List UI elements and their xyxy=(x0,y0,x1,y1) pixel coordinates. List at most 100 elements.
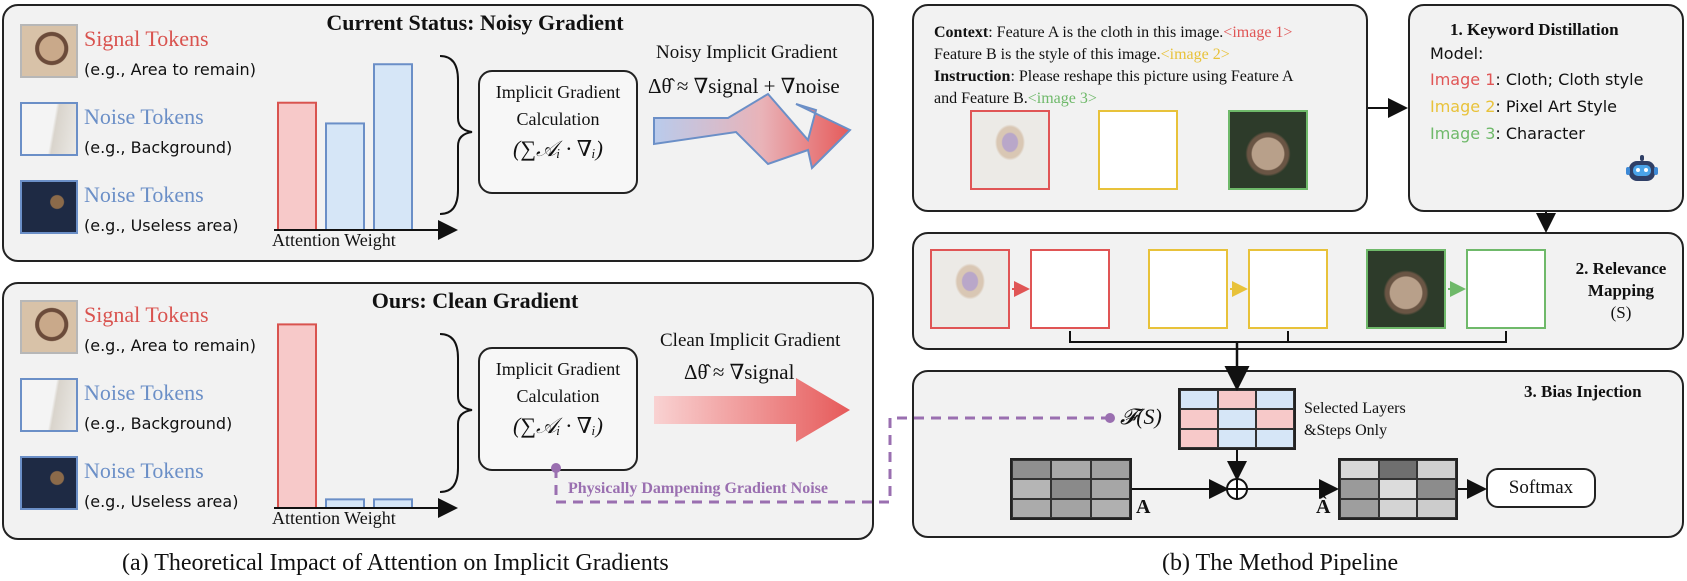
noise-tokens-label: Noise Tokens xyxy=(84,104,204,129)
signal-tokens-label: Signal Tokens xyxy=(84,26,209,51)
image-1-thumbnail xyxy=(970,110,1050,190)
top-brace xyxy=(439,55,473,215)
noisy-gradient-arrow xyxy=(653,92,852,170)
attention-matrix-a xyxy=(1010,458,1132,520)
model-label: Model: xyxy=(1430,44,1484,63)
selected-layers-line2: &Steps Only xyxy=(1304,422,1388,439)
calc-line1: Implicit Gradient xyxy=(495,82,621,102)
image-tag-3: <image 3> xyxy=(1027,90,1097,107)
attention-bar-2 xyxy=(325,498,365,509)
selected-layers-line1: Selected Layers xyxy=(1304,400,1406,417)
bottom-bar-chart xyxy=(277,323,413,509)
relevance-map-1 xyxy=(1030,249,1110,329)
keyword-item-2: Image 2: Pixel Art Style xyxy=(1430,97,1617,116)
noisy-gradient-formula: Δθ̂ ≈ ∇signal + ∇noise xyxy=(648,74,840,98)
softmax-label: Softmax xyxy=(1508,477,1574,498)
a-hat-label: Â xyxy=(1316,496,1331,518)
calc-line2: Calculation xyxy=(516,109,600,129)
dampening-label: Physically Dampening Gradient Noise xyxy=(568,480,829,497)
noise-tokens-label: Noise Tokens xyxy=(84,380,204,405)
signal-token-image xyxy=(20,24,78,78)
noise-tokens-desc: (e.g., Background) xyxy=(84,138,233,157)
relevance-title-line1: 2. Relevance xyxy=(1575,259,1667,278)
f-s-label: 𝓕(S) xyxy=(1120,404,1162,429)
attention-bar-3 xyxy=(373,498,413,509)
bias-title: 3. Bias Injection xyxy=(1524,382,1642,401)
relevance-merge-lines xyxy=(1069,331,1507,343)
relevance-map-3 xyxy=(1466,249,1546,329)
softmax-box: Softmax xyxy=(1486,468,1596,508)
calc-line2: Calculation xyxy=(516,386,600,406)
attention-bar-1 xyxy=(277,323,317,509)
dampening-start-dot xyxy=(551,463,561,473)
keyword-value-3: : Character xyxy=(1495,124,1585,143)
calc-line1: Implicit Gradient xyxy=(495,359,621,379)
relevance-image-2 xyxy=(1148,249,1228,329)
attention-weight-axis-label: Attention Weight xyxy=(272,230,396,250)
image-3-thumbnail xyxy=(1228,110,1308,190)
image-2-placeholder xyxy=(1098,110,1178,190)
signal-tokens-desc: (e.g., Area to remain) xyxy=(84,60,256,79)
top-bar-chart xyxy=(277,63,413,231)
noise-token-image-useless xyxy=(20,456,78,510)
keyword-value-2: : Pixel Art Style xyxy=(1495,97,1618,116)
image-tag-1: <image 1> xyxy=(1223,24,1293,41)
attention-weight-axis-label: Attention Weight xyxy=(272,508,396,528)
keyword-key-2: Image 2 xyxy=(1430,97,1496,116)
context-text-1: : Feature A is the cloth in this image. xyxy=(988,24,1224,41)
keyword-item-3: Image 3: Character xyxy=(1430,124,1585,143)
noise-tokens-desc: (e.g., Useless area) xyxy=(84,216,239,235)
noise-tokens-desc: (e.g., Useless area) xyxy=(84,492,239,511)
noise-tokens-desc: (e.g., Background) xyxy=(84,414,233,433)
clean-gradient-title: Clean Implicit Gradient xyxy=(660,330,841,351)
keyword-key-3: Image 3 xyxy=(1430,124,1496,143)
attention-bar-2 xyxy=(325,122,365,231)
relevance-title: 2. Relevance Mapping (S) xyxy=(1566,258,1676,324)
instruction-text-2: and Feature B. xyxy=(934,90,1028,107)
calc-formula: (∑𝒜ᵢ · ∇ᵢ) xyxy=(513,413,603,438)
noise-token-image-background xyxy=(20,102,78,156)
keyword-title: 1. Keyword Distillation xyxy=(1450,20,1619,39)
image-tag-2: <image 2> xyxy=(1160,46,1230,63)
noise-tokens-label: Noise Tokens xyxy=(84,458,204,483)
signal-token-image xyxy=(20,300,78,354)
instruction-text-1: : Please reshape this picture using Feat… xyxy=(1010,68,1294,85)
selected-layers-label: Selected Layers &Steps Only xyxy=(1304,398,1406,442)
attention-bar-1 xyxy=(277,101,317,231)
calc-formula: (∑𝒜ᵢ · ∇ᵢ) xyxy=(513,136,603,161)
bias-matrix-fs xyxy=(1178,388,1296,450)
caption-right: (b) The Method Pipeline xyxy=(1162,550,1399,576)
keyword-value-1: : Cloth; Cloth style xyxy=(1495,70,1644,89)
noisy-panel-title: Current Status: Noisy Gradient xyxy=(326,10,624,35)
noise-tokens-label: Noise Tokens xyxy=(84,182,204,207)
noisy-gradient-title: Noisy Implicit Gradient xyxy=(656,42,838,63)
context-label: Context xyxy=(934,24,989,41)
relevance-title-line2: Mapping xyxy=(1587,281,1655,300)
noise-token-image-useless xyxy=(20,180,78,234)
context-text: Context: Feature A is the cloth in this … xyxy=(934,22,1364,110)
signal-tokens-desc: (e.g., Area to remain) xyxy=(84,336,256,355)
relevance-image-1 xyxy=(930,249,1010,329)
bottom-brace xyxy=(439,333,473,493)
dampening-end-dot xyxy=(1105,413,1115,423)
instruction-label: Instruction xyxy=(934,68,1011,85)
caption-left: (a) Theoretical Impact of Attention on I… xyxy=(122,550,669,576)
clean-gradient-formula: Δθ̂ ≈ ∇signal xyxy=(684,360,795,384)
clean-panel-title: Ours: Clean Gradient xyxy=(371,288,579,313)
robot-icon xyxy=(1624,152,1660,188)
attention-matrix-a-hat xyxy=(1338,458,1458,520)
attention-bar-3 xyxy=(373,63,413,231)
signal-tokens-label: Signal Tokens xyxy=(84,302,209,327)
relevance-title-line3: (S) xyxy=(1610,303,1632,322)
dampening-line xyxy=(554,416,1108,504)
a-label: A xyxy=(1136,496,1151,518)
keyword-item-1: Image 1: Cloth; Cloth style xyxy=(1430,70,1643,89)
implicit-gradient-calc-box: Implicit Gradient Calculation (∑𝒜ᵢ · ∇ᵢ) xyxy=(478,347,638,471)
keyword-key-1: Image 1 xyxy=(1430,70,1496,89)
clean-gradient-arrow xyxy=(654,378,850,442)
noise-token-image-background xyxy=(20,378,78,432)
context-text-2: Feature B is the style of this image. xyxy=(934,46,1161,63)
relevance-map-2 xyxy=(1248,249,1328,329)
implicit-gradient-calc-box: Implicit Gradient Calculation (∑𝒜ᵢ · ∇ᵢ) xyxy=(478,70,638,194)
